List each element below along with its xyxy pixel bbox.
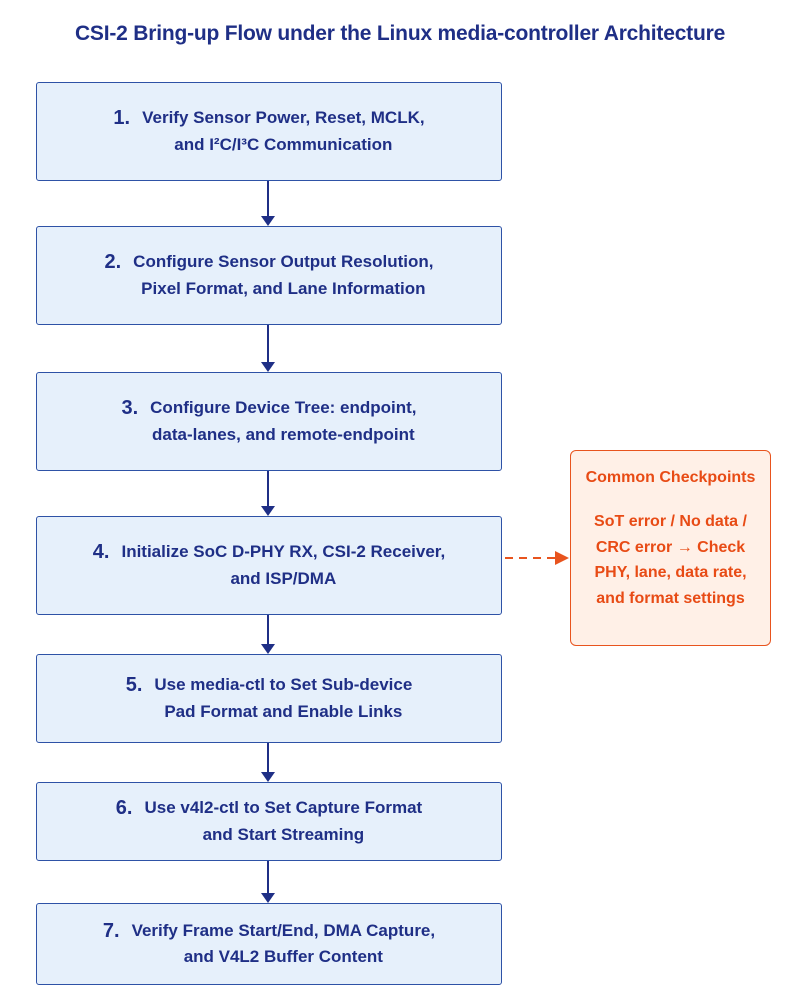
step-text-line: Configure Device Tree: endpoint, (150, 398, 417, 418)
flow-arrow (260, 615, 276, 654)
step-box-1: 1. Verify Sensor Power, Reset, MCLK, and… (36, 82, 502, 181)
step-box-5: 5. Use media-ctl to Set Sub-device Pad F… (36, 654, 502, 743)
step-text-line: Configure Sensor Output Resolution, (133, 252, 434, 272)
step-number: 1. (113, 107, 131, 130)
step-text-line: Initialize SoC D-PHY RX, CSI-2 Receiver, (121, 542, 446, 562)
step-box-6: 6. Use v4l2-ctl to Set Capture Format an… (36, 782, 502, 861)
step-text-line: and V4L2 Buffer Content (183, 947, 383, 966)
flow-arrow (260, 471, 276, 516)
step-text-line: Verify Frame Start/End, DMA Capture, (131, 920, 436, 940)
step-box-2: 2. Configure Sensor Output Resolution, P… (36, 226, 502, 325)
common-checkpoints-note: Common Checkpoints SoT error / No data /… (570, 450, 771, 646)
step-text-line: Use media-ctl to Set Sub-device (154, 675, 413, 695)
step-text-line: data-lanes, and remote-endpoint (152, 424, 415, 444)
flow-arrow (260, 325, 276, 372)
step-box-4: 4. Initialize SoC D-PHY RX, CSI-2 Receiv… (36, 516, 502, 615)
flow-arrow (260, 743, 276, 782)
step-number: 4. (92, 541, 110, 564)
step-box-3: 3. Configure Device Tree: endpoint, data… (36, 372, 502, 471)
step-text-line: and Start Streaming (202, 824, 365, 844)
flow-arrow (260, 861, 276, 903)
step-number: 6. (115, 797, 133, 820)
step-text-line: Verify Sensor Power, Reset, MCLK, (142, 108, 425, 128)
diagram-title: CSI-2 Bring-up Flow under the Linux medi… (74, 22, 726, 45)
step-number: 3. (121, 397, 139, 420)
flow-arrow (260, 181, 276, 226)
note-line: CRC error → Check (595, 538, 746, 556)
note-line: and format settings (596, 589, 745, 607)
note-title: Common Checkpoints (585, 469, 756, 486)
step-text-line: Use v4l2-ctl to Set Capture Format (144, 798, 423, 818)
step-number: 5. (125, 674, 143, 697)
step-box-7: 7. Verify Frame Start/End, DMA Capture, … (36, 903, 502, 985)
step-text-line: and ISP/DMA (230, 568, 337, 588)
note-line: PHY, lane, data rate, (594, 564, 747, 582)
dashed-connector-arrow (505, 551, 569, 565)
step-number: 7. (102, 919, 120, 942)
step-text-line: Pixel Format, and Lane Information (141, 278, 426, 298)
note-body: SoT error / No data / CRC error → Check … (571, 509, 770, 611)
step-number: 2. (104, 251, 122, 274)
note-line: SoT error / No data / (594, 513, 747, 530)
step-text-line: and I²C/I³C Communication (174, 134, 393, 154)
step-text-line: Pad Format and Enable Links (164, 701, 403, 721)
